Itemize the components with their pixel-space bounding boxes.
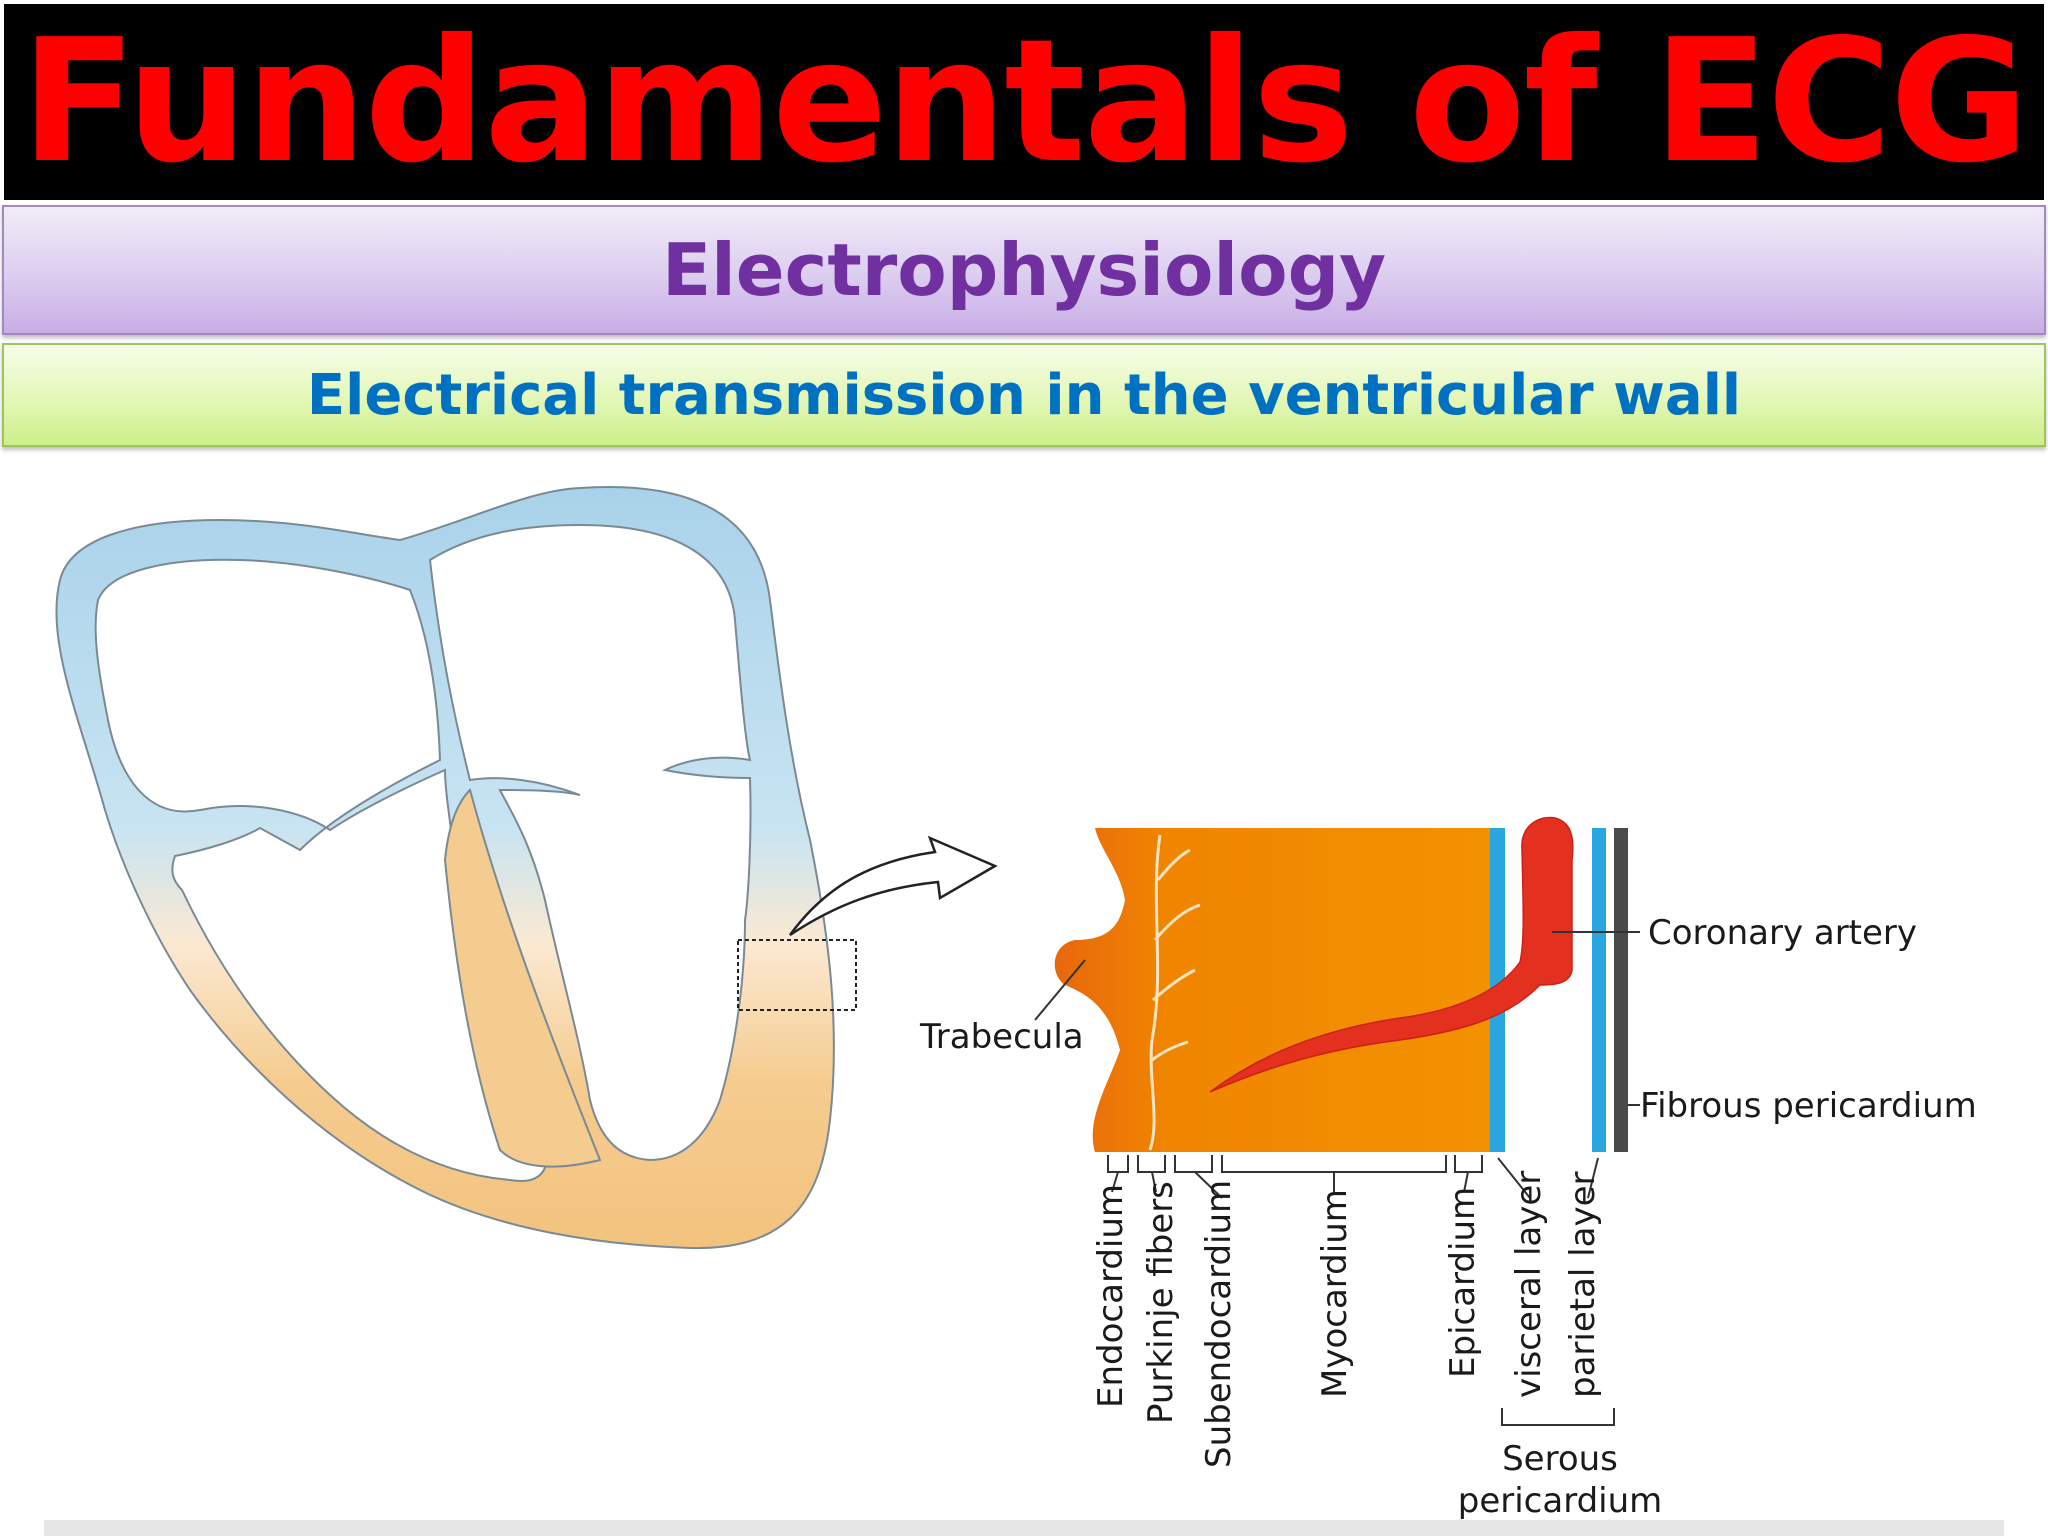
interventricular-septum	[443, 788, 602, 1168]
trabecula-label: Trabecula	[919, 1017, 1084, 1057]
visceral-layer-label: visceral layer	[1509, 1171, 1549, 1398]
serous-label-line2: pericardium	[1458, 1481, 1663, 1521]
fibrous-pericardium-label: Fibrous pericardium	[1640, 1086, 1977, 1126]
section-banner: Electrical transmission in the ventricul…	[2, 343, 2046, 447]
slide-title: Fundamentals of ECG	[20, 3, 2030, 201]
epicardium-bracket	[1454, 1155, 1483, 1193]
parietal-layer-band	[1592, 828, 1606, 1152]
purkinje-fibers	[1148, 834, 1201, 1151]
slide-subtitle: Electrophysiology	[661, 228, 1387, 312]
subtitle-banner: Electrophysiology	[2, 205, 2046, 335]
serous-label-line1: Serous	[1502, 1439, 1618, 1479]
purkinje-bracket	[1137, 1155, 1166, 1193]
heart-cross-section	[55, 486, 998, 1250]
serous-bracket	[1501, 1408, 1615, 1426]
purkinje-fibers-label: Purkinje fibers	[1141, 1181, 1181, 1424]
myocardium-bracket	[1221, 1155, 1447, 1192]
fibrous-pericardium-band	[1614, 828, 1628, 1152]
endocardium-bracket	[1107, 1155, 1129, 1193]
coronary-artery	[1209, 816, 1574, 1093]
right-chamber	[94, 558, 548, 1182]
epicardium-label: Epicardium	[1443, 1187, 1483, 1378]
title-banner: Fundamentals of ECG	[4, 4, 2044, 200]
myocardium-label: Myocardium	[1315, 1189, 1355, 1398]
subendocardium-label: Subendocardium	[1199, 1180, 1239, 1468]
parietal-layer-leader	[1587, 1157, 1599, 1199]
endocardium-label: Endocardium	[1091, 1184, 1131, 1408]
wall-section: Trabecula Coronary artery Fibrous perica…	[919, 816, 1977, 1521]
parietal-layer-label: parietal layer	[1563, 1172, 1603, 1399]
myocardium-block	[1054, 828, 1495, 1152]
left-chamber	[428, 523, 752, 1162]
section-heading: Electrical transmission in the ventricul…	[306, 362, 1742, 428]
subendocardium-bracket	[1174, 1155, 1223, 1199]
trabecula-leader	[1034, 959, 1086, 1021]
bottom-rule	[44, 1520, 2004, 1536]
coronary-artery-label: Coronary artery	[1648, 913, 1917, 953]
selection-box	[737, 939, 857, 1011]
visceral-layer-leader	[1497, 1157, 1531, 1199]
pointer-arrow	[788, 835, 998, 937]
